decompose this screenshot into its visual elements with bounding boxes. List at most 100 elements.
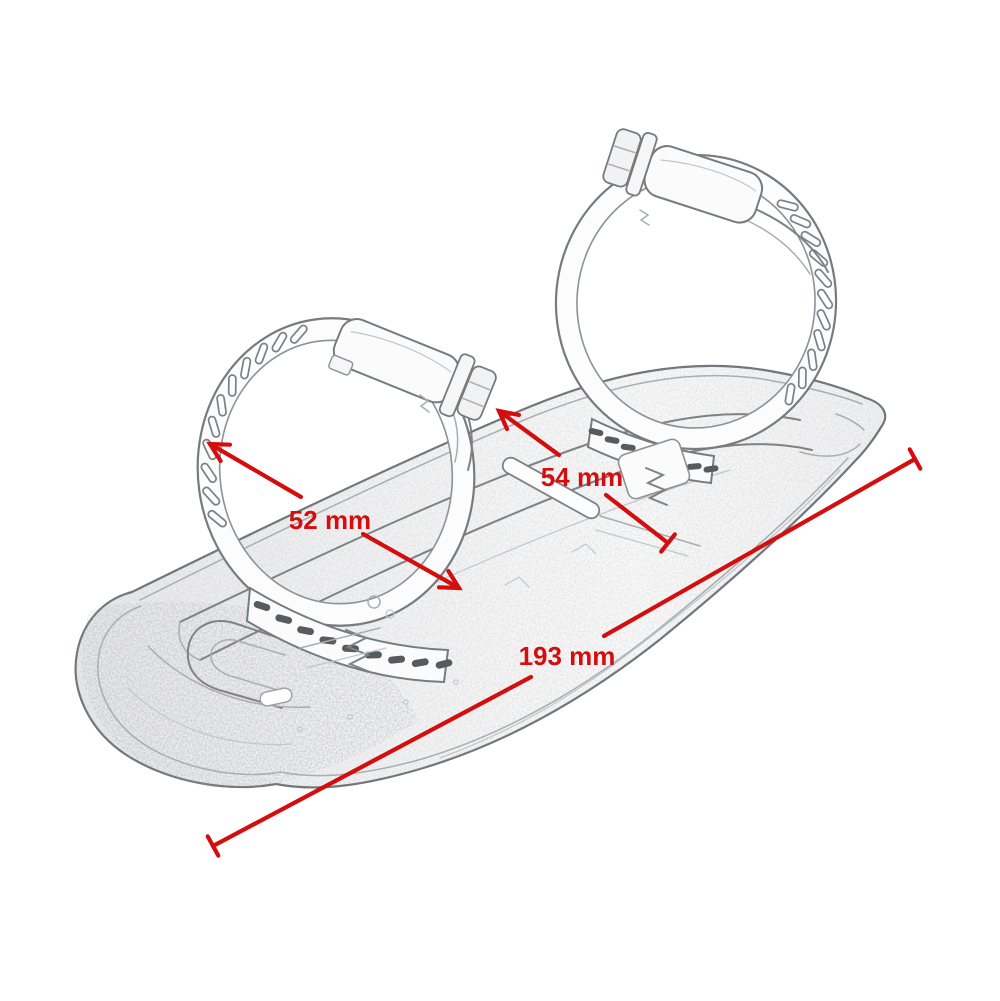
band-slot <box>202 486 221 506</box>
band-slot <box>807 348 818 372</box>
band-slot <box>253 600 271 612</box>
shield-tip-line-2 <box>835 413 865 431</box>
clamp-right-mount-plate <box>617 438 691 500</box>
clamp-right-plate-line-2 <box>595 529 689 557</box>
dimension-line-54-lower <box>603 492 671 546</box>
dimension-annotations: 52 mm 54 mm 193 mm <box>205 408 923 858</box>
clamp-right-mount-hardware <box>595 438 701 557</box>
band-slot <box>207 509 227 528</box>
band-slot <box>776 199 799 212</box>
band-slot <box>227 374 237 397</box>
band-slot <box>620 443 636 451</box>
band-slot <box>289 324 308 344</box>
dimension-arrow-52-end <box>436 568 463 591</box>
band-slot <box>254 342 269 365</box>
band-slot <box>813 329 826 352</box>
band-slot <box>200 462 218 483</box>
shield-u-bracket-outer <box>186 620 289 709</box>
band-slot <box>388 655 406 664</box>
band-slot <box>435 659 453 669</box>
clamp-left-band-slots <box>200 324 308 528</box>
band-slot <box>816 288 834 310</box>
shield-hatch-1 <box>504 576 530 588</box>
shield-hatch-2 <box>571 543 597 555</box>
dimension-line-193-upper <box>601 456 918 639</box>
dimension-tick-193-end <box>907 447 923 471</box>
band-slot <box>789 214 812 229</box>
shield-rivet-2 <box>403 699 409 705</box>
shield-rivet-4 <box>453 679 459 685</box>
clamp-left-housing <box>328 318 497 421</box>
clamp-left-screw-collar <box>438 353 476 418</box>
band-slot <box>703 465 719 473</box>
shield-rim-echo <box>439 469 841 759</box>
clamp-right-spring <box>645 467 668 506</box>
band-slot <box>207 415 221 438</box>
clamp-left-mount-hardware <box>299 595 395 673</box>
clamp-left-plate-line-2 <box>305 647 387 669</box>
shield-channel-shadow <box>429 469 731 586</box>
clamp-right-screw-facet-1 <box>614 145 636 154</box>
dimension-line-52-lower <box>360 531 462 591</box>
shield-swirl-1 <box>147 645 311 709</box>
band-slot <box>240 356 252 380</box>
clamp-left-washer <box>385 609 395 619</box>
hose-clamp-right-sketch <box>554 128 838 557</box>
clamp-left-housing-highlight <box>350 331 452 373</box>
clamp-right-screw-facet-2 <box>608 163 630 172</box>
band-slot <box>814 268 833 288</box>
clamp-right-screw-collar <box>625 132 658 197</box>
clamp-right-band-to-housing-inner <box>745 219 811 275</box>
shield-channel-cap <box>178 621 201 661</box>
dimension-label-52mm: 52 mm <box>289 505 371 535</box>
hose-clamp-left-sketch <box>196 317 497 684</box>
dimension-clamp-front: 52 mm <box>206 441 463 591</box>
shield-rivet-3 <box>297 726 303 732</box>
dimension-arrow-54-start <box>495 408 522 432</box>
clamp-right-band-to-housing-outer <box>752 207 829 273</box>
band-slot <box>686 463 702 470</box>
shield-tip-line-1 <box>799 443 861 457</box>
dimension-shield-length: 193 mm <box>205 447 923 858</box>
clamp-left-screw-head <box>456 365 497 421</box>
shield-swirl-2 <box>127 687 293 746</box>
band-slot <box>216 394 227 417</box>
clamp-right-housing <box>602 128 764 224</box>
band-slot <box>604 436 620 444</box>
dimension-arrow-52-start <box>206 441 233 464</box>
band-slot <box>275 614 293 624</box>
shield-rivet-1 <box>347 714 353 720</box>
band-slot <box>784 382 796 406</box>
clamp-left-band-inner-edge <box>218 339 454 605</box>
clamp-left-worm-teeth <box>419 394 430 413</box>
clamp-left-bolt-head <box>367 595 381 609</box>
dimension-line-193-lower <box>210 674 534 849</box>
shield-center-rod <box>501 456 601 520</box>
dimension-clamp-rear: 54 mm <box>495 408 677 554</box>
dimension-label-54mm: 54 mm <box>541 462 623 492</box>
clamp-right-housing-highlight <box>660 159 757 192</box>
band-slot <box>364 651 382 659</box>
clamp-left-ring <box>196 317 476 627</box>
clamp-left-band-outer-edge <box>196 317 476 627</box>
clamp-right-band-outer-edge <box>554 153 838 451</box>
dimension-tick-54-end <box>659 532 677 554</box>
shield-u-bracket-inner <box>210 639 286 692</box>
clamp-left-plate-line-1 <box>299 627 381 649</box>
clamp-right-screw-head <box>602 128 642 188</box>
clamp-left-spring <box>345 629 371 673</box>
clamp-left-screw-facet-1 <box>469 381 491 391</box>
band-slot <box>588 427 604 437</box>
band-slot <box>271 331 288 353</box>
clamp-right-worm-teeth <box>639 209 650 226</box>
band-slot <box>297 626 314 636</box>
dimension-label-193mm: 193 mm <box>519 641 616 671</box>
band-slot <box>816 309 831 331</box>
clamp-left-screw-facet-2 <box>462 397 484 408</box>
shield-slot-highlight <box>259 687 293 707</box>
clamp-left-band-exit-tab <box>328 354 354 376</box>
band-slot <box>800 230 822 247</box>
band-slot <box>797 366 807 390</box>
